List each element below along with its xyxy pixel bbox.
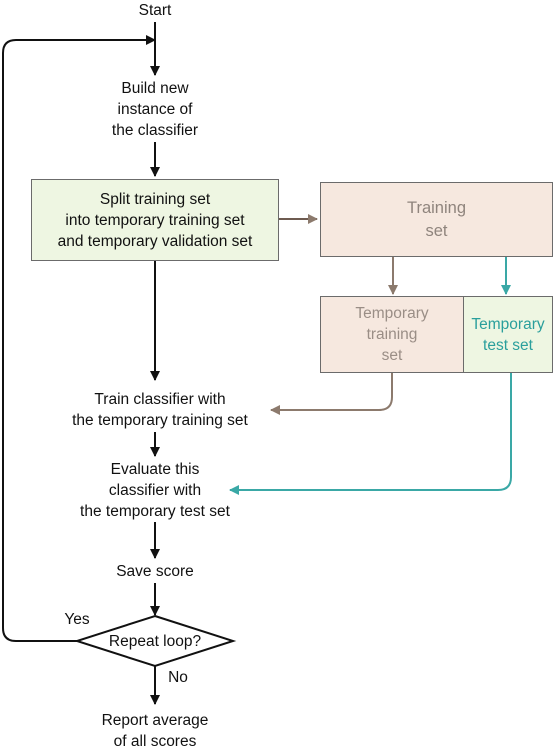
report-label: Report average of all scores	[80, 710, 230, 752]
split-box: Split training set into temporary traini…	[31, 179, 279, 261]
temp-training-line-1: Temporary	[355, 305, 429, 322]
temp-training-line-2: training	[366, 326, 418, 343]
temp-test-line-2: test set	[483, 336, 533, 354]
arrow-temp-test-to-evaluate	[229, 373, 512, 495]
split-line-2: into temporary training set	[65, 211, 245, 229]
train-label: Train classifier with the temporary trai…	[55, 389, 265, 431]
build-line-1: Build new	[121, 80, 189, 97]
training-set-line-2: set	[425, 221, 448, 240]
temp-test-box: Temporary test set	[463, 296, 553, 373]
evaluate-line-3: the temporary test set	[80, 503, 230, 520]
yes-text: Yes	[64, 611, 90, 628]
start-label: Start	[105, 0, 205, 21]
repeat-label: Repeat loop?	[95, 631, 215, 652]
train-line-2: the temporary training set	[72, 412, 248, 429]
no-label: No	[158, 667, 198, 688]
arrow-temp-training-to-train	[270, 373, 393, 415]
yes-label: Yes	[57, 609, 97, 630]
evaluate-label: Evaluate this classifier with the tempor…	[60, 459, 250, 522]
temp-test-line-1: Temporary	[471, 315, 545, 333]
build-line-3: the classifier	[111, 122, 199, 139]
report-line-1: Report average	[101, 712, 209, 729]
evaluate-line-2: classifier with	[108, 482, 202, 499]
temp-training-line-3: set	[381, 347, 403, 364]
training-set-line-1: Training	[407, 198, 466, 217]
repeat-text: Repeat loop?	[108, 633, 202, 650]
save-label: Save score	[90, 561, 220, 582]
arrow-yes-loop	[2, 35, 156, 642]
split-line-3: and temporary validation set	[57, 232, 253, 250]
save-text: Save score	[116, 563, 194, 580]
report-line-2: of all scores	[113, 733, 197, 750]
split-line-1: Split training set	[99, 190, 211, 208]
build-label: Build new instance of the classifier	[75, 78, 235, 141]
build-line-2: instance of	[117, 101, 193, 118]
train-line-1: Train classifier with	[94, 391, 226, 408]
temp-training-box: Temporary training set	[320, 296, 464, 373]
no-text: No	[168, 669, 188, 686]
evaluate-line-1: Evaluate this	[110, 461, 200, 478]
training-set-box: Training set	[320, 182, 553, 257]
start-text: Start	[138, 2, 172, 19]
repeat-diamond	[73, 614, 237, 668]
